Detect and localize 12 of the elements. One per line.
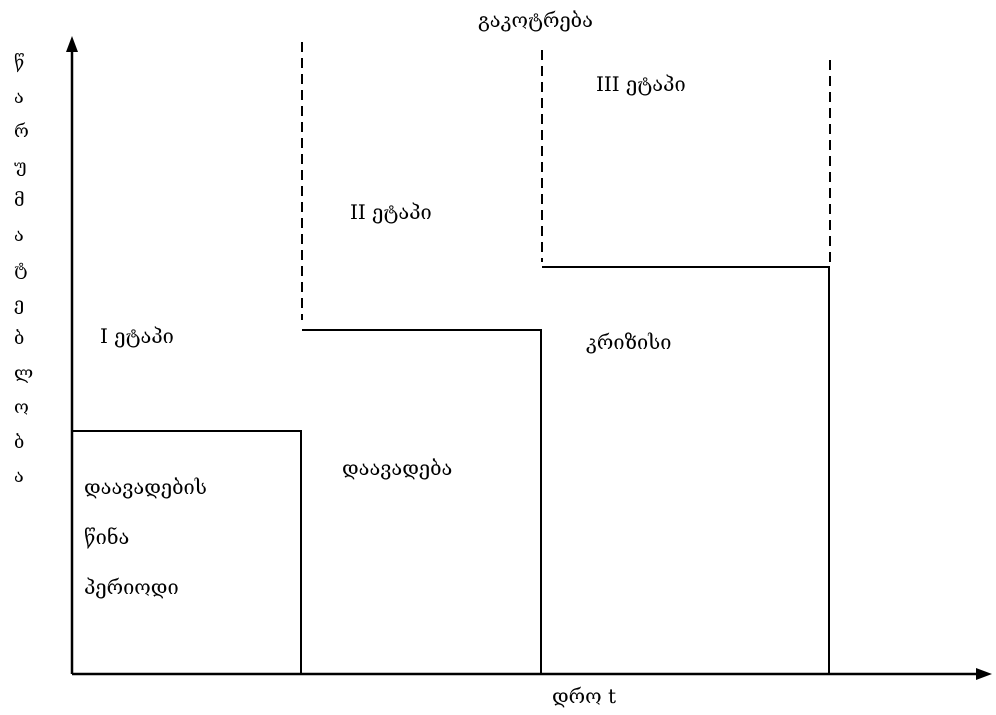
stage-label: კრიზისი: [586, 330, 672, 354]
stage-column: [302, 329, 542, 674]
stage-heading: III ეტაპი: [596, 72, 686, 96]
stage-column: [72, 430, 302, 674]
annotation-label: გაკოტრება: [478, 8, 593, 32]
x-axis-label: დრო t: [552, 684, 616, 708]
stage-heading: II ეტაპი: [350, 200, 432, 224]
stage-heading: I ეტაპი: [100, 324, 174, 348]
stage-label: დაავადება: [342, 456, 452, 480]
stage-label: დაავადების წინა პერიოდი: [84, 474, 207, 601]
stage-column: [542, 266, 830, 674]
y-axis-label: წარუმატებლობა: [14, 51, 32, 489]
